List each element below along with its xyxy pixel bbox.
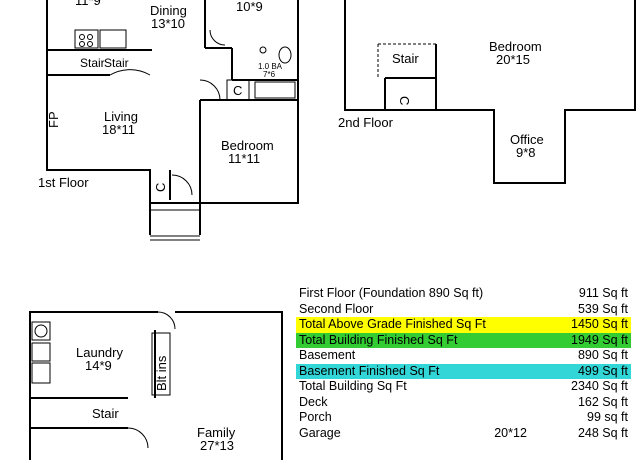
second-floor-bedroom-label: Bedroom xyxy=(489,39,542,54)
basement-walls xyxy=(29,311,283,460)
first-floor-caption: 1st Floor xyxy=(38,175,89,190)
row-label: Total Building Finished Sq Ft xyxy=(299,332,458,347)
basement-stair-label: Stair xyxy=(92,406,119,421)
bath-label: 1.0 BA xyxy=(258,62,283,71)
laundry-label: Laundry xyxy=(76,345,123,360)
row-label: First Floor (Foundation 890 Sq ft) xyxy=(299,286,484,301)
top-bedroom-dimensions: 10*9 xyxy=(236,0,263,14)
dining-room-dimensions: 13*10 xyxy=(151,16,185,31)
second-floor-stair-label: Stair xyxy=(392,51,419,66)
row-value: 2340 Sq ft xyxy=(571,379,628,394)
entry-closet-label: C xyxy=(153,183,168,192)
row-value: 890 Sq ft xyxy=(577,348,628,363)
office-label: Office xyxy=(510,132,544,147)
row-dimensions xyxy=(491,317,567,333)
row-dimensions xyxy=(491,348,567,364)
bath-closet-label: C xyxy=(233,83,242,98)
row-value: 162 Sq ft xyxy=(577,394,628,409)
row-label: Second Floor xyxy=(299,301,374,316)
table-row: Total Building Finished Sq Ft 1949 Sq ft xyxy=(296,332,631,349)
kitchen-dimensions: 11*9 xyxy=(75,0,101,8)
square-footage-table: First Floor (Foundation 890 Sq ft) 911 S… xyxy=(296,286,631,441)
laundry-dimensions: 14*9 xyxy=(85,358,112,373)
row-value: 248 Sq ft xyxy=(577,425,628,440)
table-row: Total Above Grade Finished Sq Ft 1450 Sq… xyxy=(296,317,631,333)
table-row: Total Building Sq Ft 2340 Sq ft xyxy=(296,379,631,395)
fireplace-label: FP xyxy=(46,111,61,128)
row-dimensions xyxy=(491,286,567,302)
bath-dimensions: 7*6 xyxy=(263,70,276,79)
family-room-label: Family xyxy=(197,425,236,440)
row-label: Deck xyxy=(299,394,328,409)
row-dimensions xyxy=(491,395,567,411)
second-floor-closet-label: C xyxy=(397,96,412,105)
table-row: Basement Finished Sq Ft 499 Sq ft xyxy=(296,363,631,380)
row-label: Total Above Grade Finished Sq Ft xyxy=(299,317,486,332)
living-room-dimensions: 18*11 xyxy=(102,122,135,137)
row-dimensions: 20*12 xyxy=(494,425,527,440)
row-label: Basement xyxy=(299,348,356,363)
row-label: Porch xyxy=(299,410,332,425)
row-dimensions xyxy=(491,410,567,426)
family-room-dimensions: 27*13 xyxy=(200,438,234,453)
dining-room-label: Dining xyxy=(150,3,187,18)
office-dimensions: 9*8 xyxy=(516,145,536,160)
second-floor-bedroom-dimensions: 20*15 xyxy=(496,52,530,67)
row-dimensions xyxy=(491,302,567,318)
first-floor-details xyxy=(46,29,296,241)
second-floor-caption: 2nd Floor xyxy=(338,115,394,130)
table-row: First Floor (Foundation 890 Sq ft) 911 S… xyxy=(296,286,631,302)
row-label: Basement Finished Sq Ft xyxy=(299,363,440,378)
row-value: 99 sq ft xyxy=(587,410,628,425)
row-value: 1949 Sq ft xyxy=(571,332,628,347)
built-ins-label: Blt ins xyxy=(154,355,169,391)
bedroom-dimensions: 11*11 xyxy=(228,151,260,166)
table-row: Deck 162 Sq ft xyxy=(296,395,631,411)
second-floor-walls xyxy=(344,0,636,184)
row-dimensions xyxy=(491,364,567,380)
stair-left-label: Stair xyxy=(80,56,105,70)
table-row: Porch 99 sq ft xyxy=(296,410,631,426)
table-row: Basement 890 Sq ft xyxy=(296,348,631,364)
row-dimensions xyxy=(491,333,567,349)
row-dimensions xyxy=(491,379,567,395)
row-value: 911 Sq ft xyxy=(578,286,628,301)
row-value: 539 Sq ft xyxy=(577,301,628,316)
row-value: 499 Sq ft xyxy=(577,363,628,378)
table-row: Garage 20*12 248 Sq ft xyxy=(296,426,631,442)
first-floor-walls xyxy=(46,0,299,235)
table-row: Second Floor 539 Sq ft xyxy=(296,302,631,318)
row-label: Total Building Sq Ft xyxy=(299,379,407,394)
stair-right-label: Stair xyxy=(104,56,129,70)
row-value: 1450 Sq ft xyxy=(571,317,628,332)
bedroom-label: Bedroom xyxy=(221,138,274,153)
row-label: Garage xyxy=(299,425,341,440)
living-room-label: Living xyxy=(104,109,138,124)
